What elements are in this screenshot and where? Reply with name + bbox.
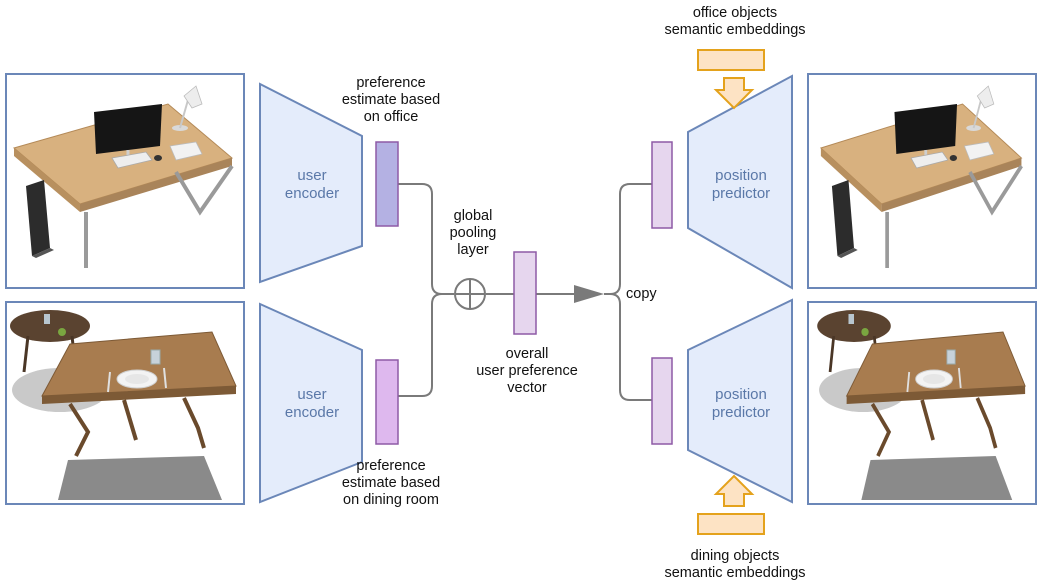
position-predictor-top-block xyxy=(687,74,793,290)
connector-lines xyxy=(398,183,652,401)
dining-embedding-arrow-icon xyxy=(713,474,755,507)
user-encoder-bottom-block xyxy=(259,302,363,504)
forward-arrowhead xyxy=(574,285,604,303)
dining-preference-vector xyxy=(375,359,399,445)
user-encoder-bottom-label: user encoder xyxy=(284,386,340,421)
global-pooling-label: global pooling layer xyxy=(449,208,497,258)
office-embedding-arrow-icon xyxy=(713,77,755,110)
dining-preference-label: preference estimate based on dining room xyxy=(341,458,441,508)
copied-vector-bottom xyxy=(651,357,673,445)
dining-embeddings-label: dining objects semantic embeddings xyxy=(664,548,806,581)
overall-preference-vector xyxy=(513,251,537,335)
office-preference-label: preference estimate based on office xyxy=(341,75,441,125)
position-predictor-top-label: position predictor xyxy=(711,167,771,202)
copied-vector-top xyxy=(651,141,673,229)
dining-embedding-box xyxy=(697,513,765,535)
position-predictor-bottom-block xyxy=(687,298,793,504)
user-encoder-top-block xyxy=(259,82,363,284)
office-embedding-box xyxy=(697,49,765,71)
user-encoder-top-label: user encoder xyxy=(284,167,340,202)
office-embeddings-label: office objects semantic embeddings xyxy=(664,5,806,38)
copy-label: copy xyxy=(626,286,657,302)
position-predictor-bottom-label: position predictor xyxy=(711,386,771,421)
overall-vector-label: overall user preference vector xyxy=(476,346,578,396)
office-preference-vector xyxy=(375,141,399,227)
